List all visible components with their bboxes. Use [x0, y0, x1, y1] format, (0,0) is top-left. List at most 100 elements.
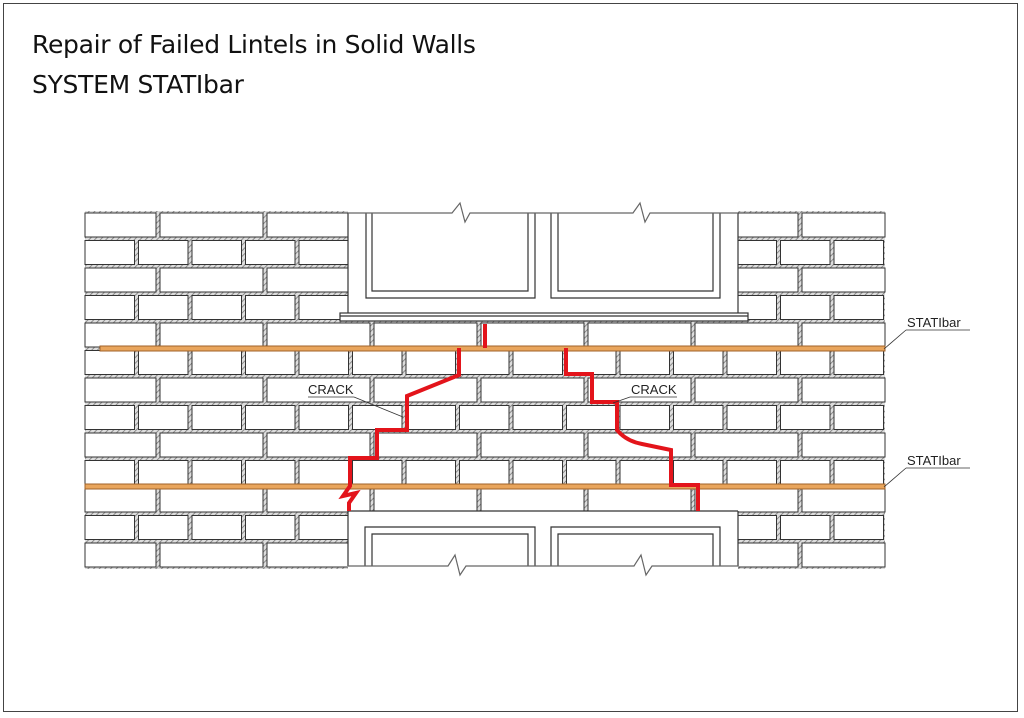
brick	[84, 542, 157, 568]
brick	[245, 350, 296, 375]
brick	[191, 240, 242, 265]
brick	[801, 487, 886, 513]
brick	[84, 212, 157, 238]
brick	[459, 350, 510, 375]
brick	[673, 460, 724, 485]
drawing-subtitle: SYSTEM STATIbar	[32, 70, 244, 99]
break-line	[348, 201, 738, 224]
brick	[780, 460, 831, 485]
brick	[512, 350, 563, 375]
statibar-label-upper: STATIbar	[907, 315, 961, 330]
brick	[726, 460, 777, 485]
brick	[84, 405, 135, 430]
brick	[191, 460, 242, 485]
brick	[191, 405, 242, 430]
brick	[673, 405, 724, 430]
brick	[480, 322, 585, 348]
crack-label-left: CRACK	[308, 382, 354, 397]
drawing-border	[3, 3, 1018, 712]
brick	[833, 405, 884, 430]
brick	[84, 240, 135, 265]
brick	[245, 460, 296, 485]
brick	[159, 542, 264, 568]
brick	[84, 322, 157, 348]
brick	[298, 350, 349, 375]
brick	[373, 377, 478, 403]
brick	[159, 267, 264, 293]
brick	[266, 322, 371, 348]
brick	[245, 405, 296, 430]
brick	[780, 515, 831, 540]
brick	[191, 350, 242, 375]
brick	[694, 377, 799, 403]
brick	[726, 350, 777, 375]
brick	[159, 487, 264, 513]
brick	[138, 350, 189, 375]
brick	[352, 460, 403, 485]
brick	[801, 377, 886, 403]
window-sill	[339, 312, 749, 322]
brick	[512, 405, 563, 430]
brick	[352, 405, 403, 430]
brick	[373, 322, 478, 348]
brick	[191, 295, 242, 320]
brick	[566, 460, 617, 485]
break-line	[348, 553, 738, 577]
brick	[619, 405, 670, 430]
brick	[694, 322, 799, 348]
brick	[801, 322, 886, 348]
brick	[84, 295, 135, 320]
brick	[512, 460, 563, 485]
brick	[587, 487, 692, 513]
brick	[726, 405, 777, 430]
brick	[780, 405, 831, 430]
brick	[833, 515, 884, 540]
brick	[138, 515, 189, 540]
leader-lines	[308, 329, 970, 488]
brick	[587, 322, 692, 348]
brick	[833, 350, 884, 375]
brick	[84, 377, 157, 403]
brick	[801, 212, 886, 238]
brick	[405, 460, 456, 485]
brick	[780, 350, 831, 375]
brick	[373, 487, 478, 513]
brick	[84, 515, 135, 540]
brick	[619, 460, 670, 485]
brick	[566, 350, 617, 375]
lower-window	[347, 510, 739, 581]
brick	[298, 460, 349, 485]
statibar-label-lower: STATIbar	[907, 453, 961, 468]
brick	[459, 405, 510, 430]
brick	[159, 432, 264, 458]
brick	[694, 487, 799, 513]
brick	[84, 267, 157, 293]
brick	[138, 405, 189, 430]
brick	[694, 432, 799, 458]
brick	[159, 377, 264, 403]
brick	[566, 405, 617, 430]
statibar-upper	[99, 345, 886, 352]
brick	[480, 487, 585, 513]
brick	[159, 212, 264, 238]
brick	[298, 405, 349, 430]
brick	[266, 377, 371, 403]
brick	[780, 295, 831, 320]
brick	[801, 542, 886, 568]
brick	[245, 515, 296, 540]
brick	[84, 350, 135, 375]
brick	[373, 432, 478, 458]
brick	[405, 350, 456, 375]
crack-right	[564, 348, 700, 511]
brick	[84, 432, 157, 458]
brick	[801, 432, 886, 458]
drawing-title: Repair of Failed Lintels in Solid Walls	[32, 30, 476, 59]
brick	[619, 350, 670, 375]
brick	[84, 487, 157, 513]
brick	[480, 432, 585, 458]
brick	[159, 322, 264, 348]
brick	[245, 240, 296, 265]
brick	[673, 350, 724, 375]
brick	[587, 377, 692, 403]
